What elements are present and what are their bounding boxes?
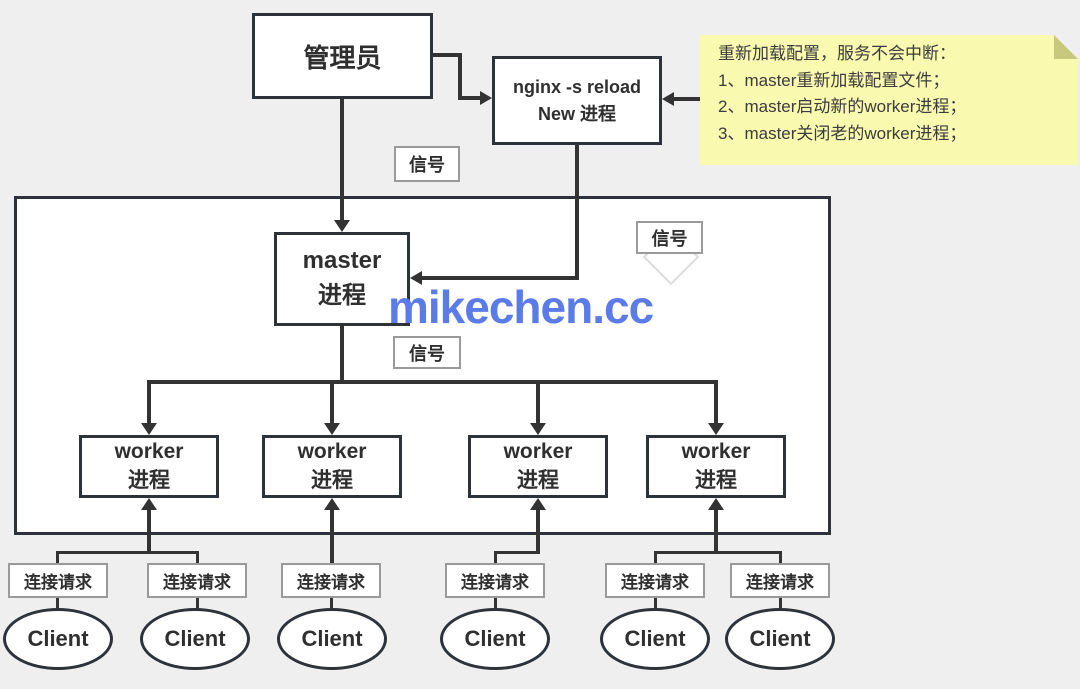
merge-line-worker-4 <box>654 551 781 554</box>
arrowhead-up-worker-1 <box>141 498 157 510</box>
admin-label: 管理员 <box>303 42 382 73</box>
up-line-worker-1 <box>147 509 151 554</box>
stub-client-3 <box>330 598 333 612</box>
stub-client-4 <box>494 598 497 612</box>
arrowhead-up-worker-4 <box>708 498 724 510</box>
stub-request-1 <box>56 551 59 565</box>
connector-admin-reload-h2 <box>458 96 481 100</box>
connector-reload-master-h <box>422 276 577 280</box>
branch-horizontal <box>147 380 718 384</box>
up-line-worker-2 <box>330 509 334 565</box>
stub-client-5 <box>654 598 657 612</box>
note-item-1: 1、master重新加载配置文件； <box>718 70 950 90</box>
admin-node: 管理员 <box>252 13 433 99</box>
request-label-3: 连接请求 <box>281 563 381 598</box>
connector-admin-master <box>340 99 344 220</box>
connector-reload-master-v <box>575 145 579 280</box>
master-label: master <box>302 247 382 275</box>
nginx-reload-node: nginx -s reload New 进程 <box>492 56 662 145</box>
connector-master-branch <box>340 326 344 384</box>
connector-admin-reload-h1 <box>433 53 462 57</box>
worker-node-1: worker 进程 <box>79 435 219 498</box>
drop-worker-4 <box>714 384 718 424</box>
arrowhead-up-worker-3 <box>530 498 546 510</box>
signal-label-master: 信号 <box>393 336 461 369</box>
stub-request-5 <box>654 551 657 565</box>
arrowhead-into-master-top <box>334 220 350 232</box>
reload-note: 重新加载配置，服务不会中断： 1、master重新加载配置文件； 2、maste… <box>700 35 1078 165</box>
request-label-6: 连接请求 <box>730 563 830 598</box>
arrowhead-into-worker-4 <box>708 423 724 435</box>
client-node-1: Client <box>3 608 113 670</box>
request-label-4: 连接请求 <box>445 563 545 598</box>
request-label-5: 连接请求 <box>605 563 705 598</box>
arrowhead-into-worker-2 <box>324 423 340 435</box>
request-label-1: 连接请求 <box>8 563 108 598</box>
worker-node-4: worker 进程 <box>646 435 786 498</box>
drop-worker-2 <box>330 384 334 424</box>
master-process-label: 进程 <box>318 282 366 309</box>
request-label-2: 连接请求 <box>147 563 247 598</box>
note-item-2: 2、master启动新的worker进程； <box>718 97 967 117</box>
watermark-text: mikechen.cc <box>388 281 654 333</box>
arrowhead-up-worker-2 <box>324 498 340 510</box>
worker-node-3: worker 进程 <box>468 435 608 498</box>
client-node-3: Client <box>277 608 387 670</box>
nginx-reload-command: nginx -s reload <box>512 76 642 97</box>
connector-admin-reload-v <box>458 53 462 100</box>
stub-client-1 <box>56 598 59 612</box>
note-item-3: 3、master关闭老的worker进程； <box>718 124 967 144</box>
stub-request-4 <box>494 551 497 565</box>
merge-line-worker-1 <box>57 551 198 554</box>
stub-request-6 <box>779 551 782 565</box>
up-line-worker-4 <box>714 509 718 554</box>
client-node-2: Client <box>140 608 250 670</box>
note-fold-icon <box>1054 35 1078 59</box>
connector-note-reload <box>674 97 700 101</box>
arrowhead-into-worker-1 <box>141 423 157 435</box>
nginx-reload-new-process: New 进程 <box>537 103 616 124</box>
arrowhead-into-reload-right <box>662 92 674 106</box>
signal-label-right: 信号 <box>636 221 703 254</box>
arrowhead-into-worker-3 <box>530 423 546 435</box>
stub-request-2 <box>196 551 199 565</box>
worker-node-2: worker 进程 <box>262 435 402 498</box>
signal-label-top: 信号 <box>394 146 460 182</box>
stub-client-6 <box>779 598 782 612</box>
arrowhead-into-master-right <box>410 271 422 285</box>
client-node-6: Client <box>725 608 835 670</box>
merge-line-worker-3 <box>494 551 539 554</box>
note-title: 重新加载配置，服务不会中断： <box>718 44 956 63</box>
stub-client-2 <box>196 598 199 612</box>
drop-worker-1 <box>147 384 151 424</box>
master-node: master 进程 <box>274 232 410 326</box>
arrowhead-into-reload-left <box>480 91 492 105</box>
drop-worker-3 <box>536 384 540 424</box>
client-node-5: Client <box>600 608 710 670</box>
client-node-4: Client <box>440 608 550 670</box>
up-line-worker-3 <box>536 509 540 554</box>
